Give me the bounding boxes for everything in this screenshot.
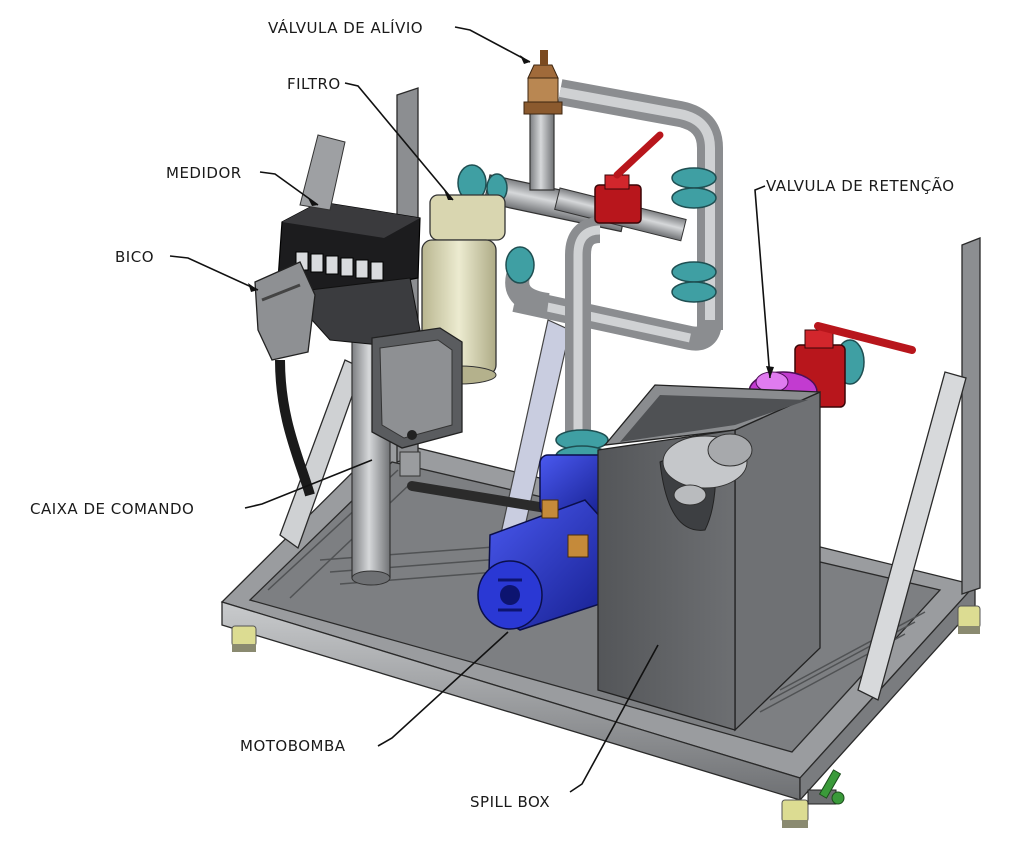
label-spill-box: SPILL BOX [470, 793, 550, 811]
label-motobomba: MOTOBOMBA [240, 737, 346, 755]
label-valvula-retencao: VALVULA DE RETENÇÃO [766, 176, 955, 195]
control-box [371, 327, 463, 477]
label-bico: BICO [115, 248, 154, 266]
leveling-feet [231, 605, 981, 828]
leader-caixa-comando [244, 459, 373, 509]
label-caixa-comando: CAIXA DE COMANDO [30, 500, 194, 518]
meter [277, 134, 421, 346]
spill-box [597, 384, 821, 732]
meter-digit-windows [295, 251, 384, 281]
leader-lines [169, 26, 774, 793]
leader-valvula-alivio [454, 26, 531, 63]
nozzle [254, 261, 316, 497]
right-upright [857, 237, 981, 701]
label-medidor: MEDIDOR [166, 164, 242, 182]
leader-spill-box [569, 644, 659, 793]
leader-valvula-retencao [754, 185, 771, 379]
callout-labels: VÁLVULA DE ALÍVIO FILTRO MEDIDOR BICO VA… [30, 18, 955, 811]
leader-bico [169, 255, 259, 291]
leader-filtro [344, 82, 454, 201]
label-valvula-alivio: VÁLVULA DE ALÍVIO [268, 18, 423, 37]
leader-medidor [259, 171, 319, 206]
red-ball-valve [594, 131, 664, 224]
leader-motobomba [377, 631, 509, 747]
drain-valve [807, 769, 845, 805]
motor-pump [477, 454, 613, 631]
label-filtro: FILTRO [287, 75, 341, 93]
relief-valve [523, 50, 563, 115]
